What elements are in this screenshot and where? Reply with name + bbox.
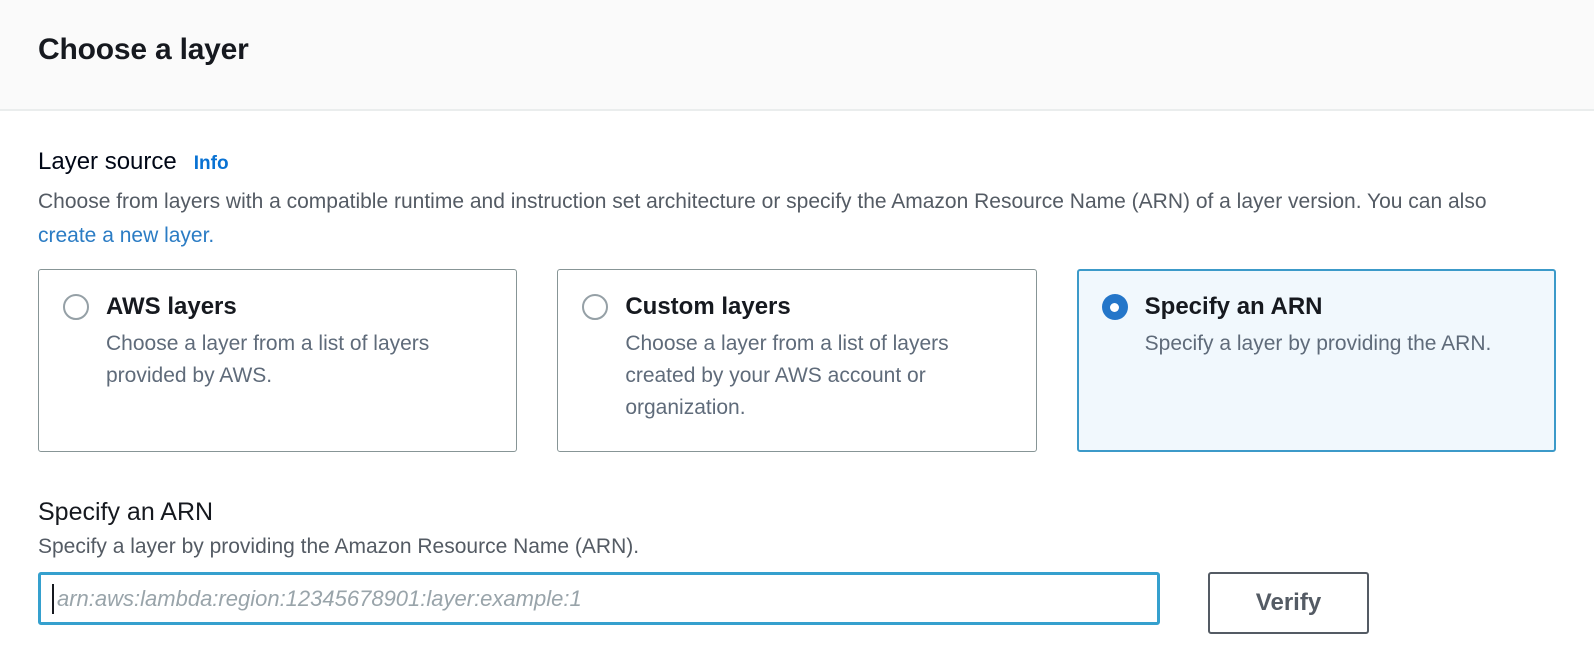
option-card-specify-arn[interactable]: Specify an ARN Specify a layer by provid… [1076, 269, 1556, 452]
arn-input[interactable] [38, 572, 1160, 625]
option-card-aws-layers[interactable]: AWS layers Choose a layer from a list of… [38, 269, 518, 452]
radio-unselected-icon[interactable] [63, 294, 89, 320]
arn-input-wrap [38, 572, 1160, 625]
option-title: Specify an ARN [1144, 293, 1323, 320]
option-description: Choose a layer from a list of layers pro… [106, 332, 430, 387]
option-title: AWS layers [106, 293, 237, 320]
option-title: Custom layers [625, 293, 791, 320]
option-description: Choose a layer from a list of layers cre… [625, 332, 949, 419]
create-new-layer-link[interactable]: create a new layer. [38, 224, 215, 247]
option-card-head: AWS layers [63, 293, 492, 321]
page-title: Choose a layer [38, 33, 249, 66]
layer-source-label-row: Layer source Info [38, 148, 1556, 176]
arn-input-row: Verify [38, 572, 1556, 634]
layer-source-description: Choose from layers with a compatible run… [38, 185, 1518, 253]
info-link[interactable]: Info [193, 153, 229, 174]
verify-button[interactable]: Verify [1208, 572, 1369, 634]
arn-section-description: Specify a layer by providing the Amazon … [38, 535, 640, 558]
arn-section-title: Specify an ARN [38, 498, 214, 526]
main-content: Layer source Info Choose from layers wit… [0, 148, 1594, 634]
layer-source-options: AWS layers Choose a layer from a list of… [38, 269, 1556, 452]
page-header: Choose a layer [0, 0, 1594, 111]
option-card-head: Specify an ARN [1101, 293, 1531, 321]
option-card-head: Custom layers [582, 293, 1011, 321]
option-card-custom-layers[interactable]: Custom layers Choose a layer from a list… [557, 269, 1037, 452]
radio-selected-icon[interactable] [1101, 294, 1128, 320]
layer-source-description-text: Choose from layers with a compatible run… [38, 190, 1487, 213]
option-description: Specify a layer by providing the ARN. [1144, 332, 1492, 355]
text-cursor [52, 584, 54, 614]
radio-unselected-icon[interactable] [582, 294, 609, 320]
layer-source-label: Layer source [38, 148, 177, 175]
